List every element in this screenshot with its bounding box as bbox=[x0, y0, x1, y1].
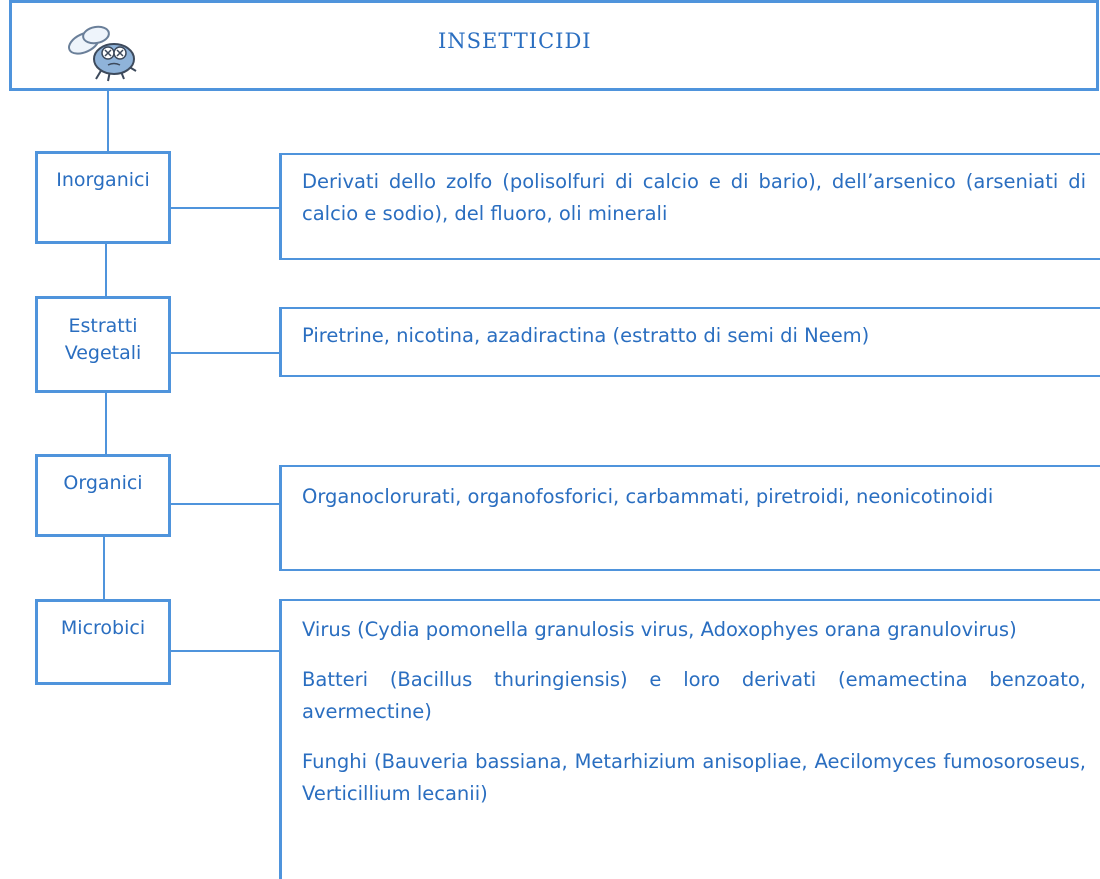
category-microbici: Microbici bbox=[35, 599, 171, 685]
diagram-title: INSETTICIDI bbox=[438, 29, 592, 53]
description-text: Derivati dello zolfo (polisolfuri di cal… bbox=[302, 170, 1086, 225]
description-estratti-vegetali: Piretrine, nicotina, azadiractina (estra… bbox=[279, 307, 1100, 377]
connector-title-inorganici bbox=[107, 91, 109, 151]
description-text: Organoclorurati, organofosforici, carbam… bbox=[302, 485, 994, 508]
connector-microbici-desc bbox=[171, 650, 279, 652]
description-organici: Organoclorurati, organofosforici, carbam… bbox=[279, 465, 1100, 571]
connector-organici-microbici bbox=[103, 537, 105, 599]
description-inorganici: Derivati dello zolfo (polisolfuri di cal… bbox=[279, 153, 1100, 260]
connector-organici-desc bbox=[171, 503, 279, 505]
title-box: INSETTICIDI bbox=[9, 0, 1099, 91]
description-text: Piretrine, nicotina, azadiractina (estra… bbox=[302, 324, 870, 347]
category-label-line: Inorganici bbox=[56, 169, 150, 191]
description-text: Funghi (Bauveria bassiana, Metarhizium a… bbox=[302, 750, 1086, 805]
category-estratti-vegetali: Estratti Vegetali bbox=[35, 296, 171, 393]
connector-estratti-desc bbox=[171, 352, 279, 354]
connector-inorganici-estratti bbox=[105, 244, 107, 296]
category-label-line: Organici bbox=[63, 472, 143, 494]
connector-inorganici-desc bbox=[171, 207, 279, 209]
category-label-line: Estratti bbox=[68, 315, 138, 337]
fly-icon bbox=[68, 25, 137, 82]
description-text: Virus (Cydia pomonella granulosis virus,… bbox=[302, 618, 1017, 641]
description-microbici: Virus (Cydia pomonella granulosis virus,… bbox=[279, 599, 1100, 879]
category-inorganici: Inorganici bbox=[35, 151, 171, 244]
category-label-line: Microbici bbox=[60, 617, 146, 639]
description-text: Batteri (Bacillus thuringiensis) e loro … bbox=[302, 668, 1086, 723]
connector-estratti-organici bbox=[105, 393, 107, 454]
category-label-line: Vegetali bbox=[64, 342, 142, 364]
category-organici: Organici bbox=[35, 454, 171, 537]
